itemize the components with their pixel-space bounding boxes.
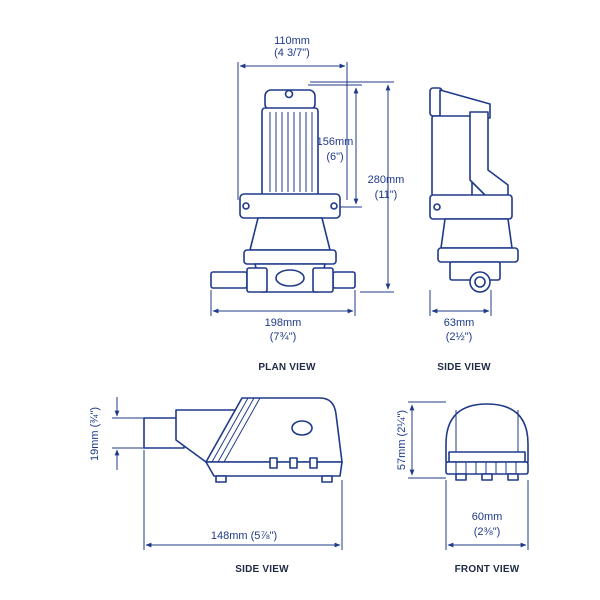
plan-length-mm: 198mm	[265, 317, 302, 329]
front-view-caption: FRONT VIEW	[455, 564, 520, 575]
plan-width-in: (4 3/7")	[274, 47, 310, 59]
plan-view: 110mm (4 3/7") 156mm (6") 280mm (11")	[210, 35, 405, 373]
plan-height2-mm: 280mm	[368, 174, 405, 186]
side-view-top: 63mm (2½") SIDE VIEW	[429, 87, 519, 373]
pump-plan-drawing	[210, 89, 356, 293]
side-length-label: 148mm (5⅞")	[211, 530, 277, 542]
front-view: 57mm (2¼") 60mm (2⅜") FRONT VIEW	[396, 401, 529, 575]
pump-front-drawing	[445, 403, 529, 481]
plan-height1-mm: 156mm	[317, 136, 354, 148]
outlet-diameter-label: 19mm (¾")	[89, 407, 101, 461]
plan-width-mm: 110mm	[274, 35, 310, 47]
pump-side-drawing	[429, 87, 519, 293]
side-view-bottom: 19mm (¾") 148mm (5⅞") SIDE VIEW	[89, 397, 343, 575]
side-view-top-caption: SIDE VIEW	[437, 362, 491, 373]
plan-height1-in: (6")	[326, 151, 343, 163]
front-height-label: 57mm (2¼")	[396, 410, 408, 470]
plan-length-in: (7¾")	[270, 331, 297, 343]
side-depth-in: (2½")	[446, 331, 473, 343]
front-width-mm: 60mm	[472, 511, 503, 523]
front-width-in: (2⅜")	[474, 526, 501, 538]
pump-side-profile-drawing	[143, 397, 343, 483]
plan-height2-in: (11")	[375, 189, 398, 201]
side-view-bottom-caption: SIDE VIEW	[235, 564, 289, 575]
plan-view-caption: PLAN VIEW	[258, 362, 316, 373]
side-depth-mm: 63mm	[444, 317, 475, 329]
